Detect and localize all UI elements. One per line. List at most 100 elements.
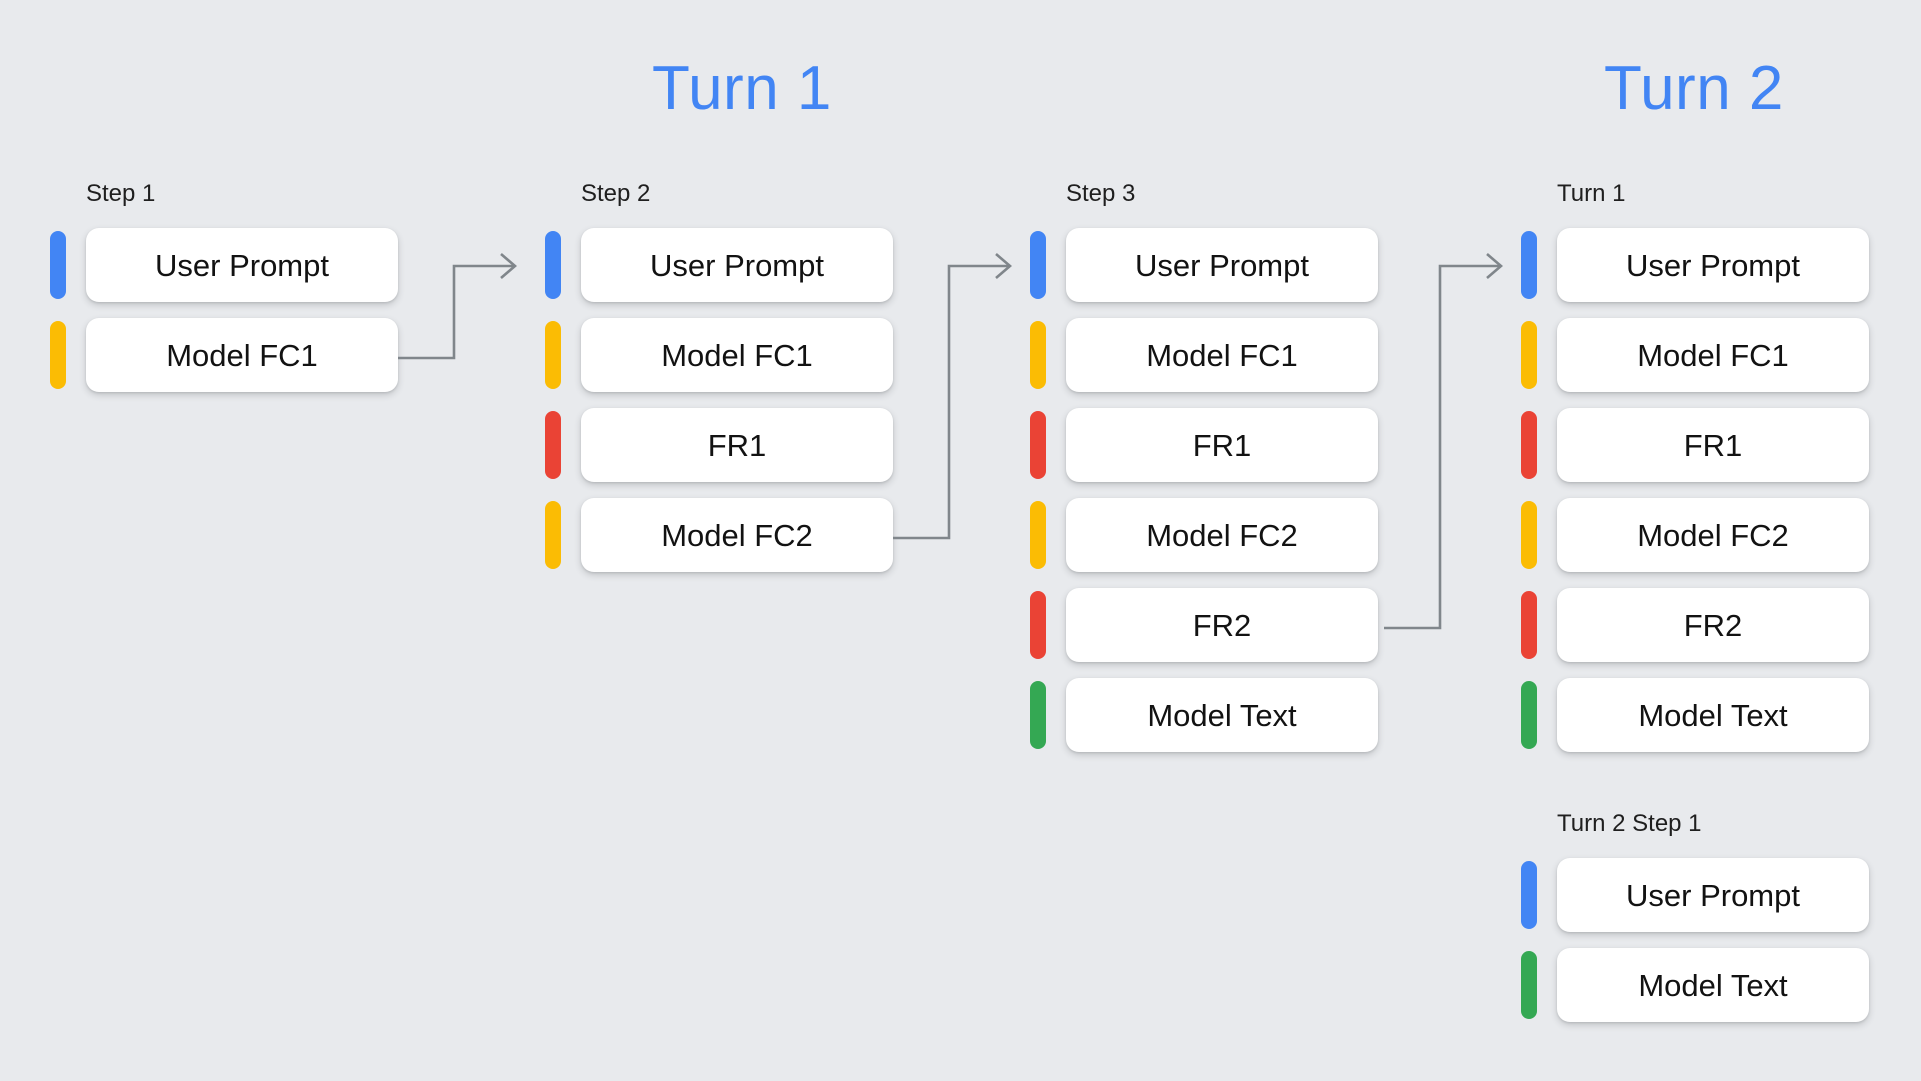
turn-2-title: Turn 2 bbox=[1604, 54, 1784, 123]
list-item[interactable]: User Prompt bbox=[1030, 220, 1378, 310]
column-label-step-3: Step 3 bbox=[1066, 180, 1136, 207]
list-item[interactable]: Model Text bbox=[1521, 670, 1869, 760]
connector-step3-to-turn1 bbox=[1384, 253, 1503, 630]
status-bar-yellow bbox=[1521, 501, 1537, 569]
card-label: FR2 bbox=[1192, 607, 1252, 643]
list-item[interactable]: FR1 bbox=[545, 400, 893, 490]
column-label-turn-1: Turn 1 bbox=[1557, 180, 1626, 207]
card-user-prompt[interactable]: User Prompt bbox=[1557, 228, 1869, 302]
card-label: FR2 bbox=[1683, 607, 1743, 643]
card-label: User Prompt bbox=[650, 247, 824, 283]
status-bar-green bbox=[1521, 681, 1537, 749]
list-item[interactable]: FR1 bbox=[1521, 400, 1869, 490]
status-bar-yellow bbox=[1521, 321, 1537, 389]
status-bar-red bbox=[545, 411, 561, 479]
card-label: FR1 bbox=[1683, 427, 1743, 463]
card-label: Model Text bbox=[1638, 697, 1788, 733]
card-stack-step-2: User Prompt Model FC1 FR1 Model FC2 bbox=[545, 220, 893, 580]
status-bar-red bbox=[1521, 411, 1537, 479]
card-label: Model FC1 bbox=[1146, 337, 1298, 373]
card-label: Model FC2 bbox=[1637, 517, 1789, 553]
status-bar-blue bbox=[545, 231, 561, 299]
status-bar-green bbox=[1030, 681, 1046, 749]
card-model-fc1[interactable]: Model FC1 bbox=[86, 318, 398, 392]
card-model-fc1[interactable]: Model FC1 bbox=[581, 318, 893, 392]
card-fr2[interactable]: FR2 bbox=[1557, 588, 1869, 662]
card-stack-step-1: User Prompt Model FC1 bbox=[50, 220, 398, 400]
column-label-turn-2-step-1: Turn 2 Step 1 bbox=[1557, 810, 1702, 837]
card-label: FR1 bbox=[707, 427, 767, 463]
card-model-fc1[interactable]: Model FC1 bbox=[1557, 318, 1869, 392]
column-step-1: Step 1 User Prompt Model FC1 bbox=[50, 182, 398, 400]
list-item[interactable]: Model FC2 bbox=[1521, 490, 1869, 580]
card-model-text[interactable]: Model Text bbox=[1066, 678, 1378, 752]
list-item[interactable]: User Prompt bbox=[50, 220, 398, 310]
card-user-prompt[interactable]: User Prompt bbox=[581, 228, 893, 302]
card-stack-turn-1: User Prompt Model FC1 FR1 Model FC2 FR2 bbox=[1521, 220, 1869, 760]
column-step-2: Step 2 User Prompt Model FC1 FR1 Model F… bbox=[545, 182, 893, 580]
card-label: Model FC1 bbox=[1637, 337, 1789, 373]
card-model-fc2[interactable]: Model FC2 bbox=[1557, 498, 1869, 572]
card-user-prompt[interactable]: User Prompt bbox=[1066, 228, 1378, 302]
status-bar-yellow bbox=[1030, 321, 1046, 389]
card-user-prompt[interactable]: User Prompt bbox=[86, 228, 398, 302]
list-item[interactable]: User Prompt bbox=[1521, 220, 1869, 310]
list-item[interactable]: Model FC1 bbox=[50, 310, 398, 400]
card-stack-step-3: User Prompt Model FC1 FR1 Model FC2 FR2 bbox=[1030, 220, 1378, 760]
list-item[interactable]: User Prompt bbox=[545, 220, 893, 310]
card-model-fc1[interactable]: Model FC1 bbox=[1066, 318, 1378, 392]
status-bar-blue bbox=[50, 231, 66, 299]
card-model-fc2[interactable]: Model FC2 bbox=[1066, 498, 1378, 572]
card-stack-turn-2-step-1: User Prompt Model Text bbox=[1521, 850, 1869, 1030]
turn-1-title: Turn 1 bbox=[652, 54, 832, 123]
card-model-fc2[interactable]: Model FC2 bbox=[581, 498, 893, 572]
status-bar-green bbox=[1521, 951, 1537, 1019]
card-label: User Prompt bbox=[1626, 247, 1800, 283]
card-fr1[interactable]: FR1 bbox=[581, 408, 893, 482]
card-label: Model Text bbox=[1638, 967, 1788, 1003]
card-user-prompt[interactable]: User Prompt bbox=[1557, 858, 1869, 932]
card-model-text[interactable]: Model Text bbox=[1557, 948, 1869, 1022]
column-label-step-2: Step 2 bbox=[581, 180, 651, 207]
card-label: User Prompt bbox=[155, 247, 329, 283]
list-item[interactable]: FR1 bbox=[1030, 400, 1378, 490]
connector-step1-to-step2 bbox=[398, 253, 517, 360]
card-label: Model FC2 bbox=[1146, 517, 1298, 553]
status-bar-blue bbox=[1521, 861, 1537, 929]
list-item[interactable]: FR2 bbox=[1521, 580, 1869, 670]
status-bar-red bbox=[1030, 411, 1046, 479]
list-item[interactable]: Model Text bbox=[1521, 940, 1869, 1030]
column-turn-1: Turn 1 User Prompt Model FC1 FR1 Model F… bbox=[1521, 182, 1869, 760]
column-step-3: Step 3 User Prompt Model FC1 FR1 Model F… bbox=[1030, 182, 1378, 760]
list-item[interactable]: Model Text bbox=[1030, 670, 1378, 760]
list-item[interactable]: User Prompt bbox=[1521, 850, 1869, 940]
status-bar-yellow bbox=[545, 321, 561, 389]
status-bar-blue bbox=[1030, 231, 1046, 299]
connector-step2-to-step3 bbox=[893, 253, 1012, 540]
list-item[interactable]: Model FC1 bbox=[1030, 310, 1378, 400]
status-bar-red bbox=[1521, 591, 1537, 659]
status-bar-red bbox=[1030, 591, 1046, 659]
card-model-text[interactable]: Model Text bbox=[1557, 678, 1869, 752]
card-label: FR1 bbox=[1192, 427, 1252, 463]
list-item[interactable]: Model FC2 bbox=[545, 490, 893, 580]
status-bar-yellow bbox=[1030, 501, 1046, 569]
list-item[interactable]: Model FC1 bbox=[545, 310, 893, 400]
card-label: User Prompt bbox=[1626, 877, 1800, 913]
card-label: Model FC1 bbox=[661, 337, 813, 373]
card-label: Model Text bbox=[1147, 697, 1297, 733]
status-bar-yellow bbox=[545, 501, 561, 569]
status-bar-blue bbox=[1521, 231, 1537, 299]
list-item[interactable]: FR2 bbox=[1030, 580, 1378, 670]
column-label-step-1: Step 1 bbox=[86, 180, 156, 207]
card-fr2[interactable]: FR2 bbox=[1066, 588, 1378, 662]
card-fr1[interactable]: FR1 bbox=[1066, 408, 1378, 482]
card-label: Model FC1 bbox=[166, 337, 318, 373]
card-fr1[interactable]: FR1 bbox=[1557, 408, 1869, 482]
list-item[interactable]: Model FC2 bbox=[1030, 490, 1378, 580]
status-bar-yellow bbox=[50, 321, 66, 389]
card-label: User Prompt bbox=[1135, 247, 1309, 283]
column-turn-2-step-1: Turn 2 Step 1 User Prompt Model Text bbox=[1521, 812, 1869, 1030]
list-item[interactable]: Model FC1 bbox=[1521, 310, 1869, 400]
card-label: Model FC2 bbox=[661, 517, 813, 553]
